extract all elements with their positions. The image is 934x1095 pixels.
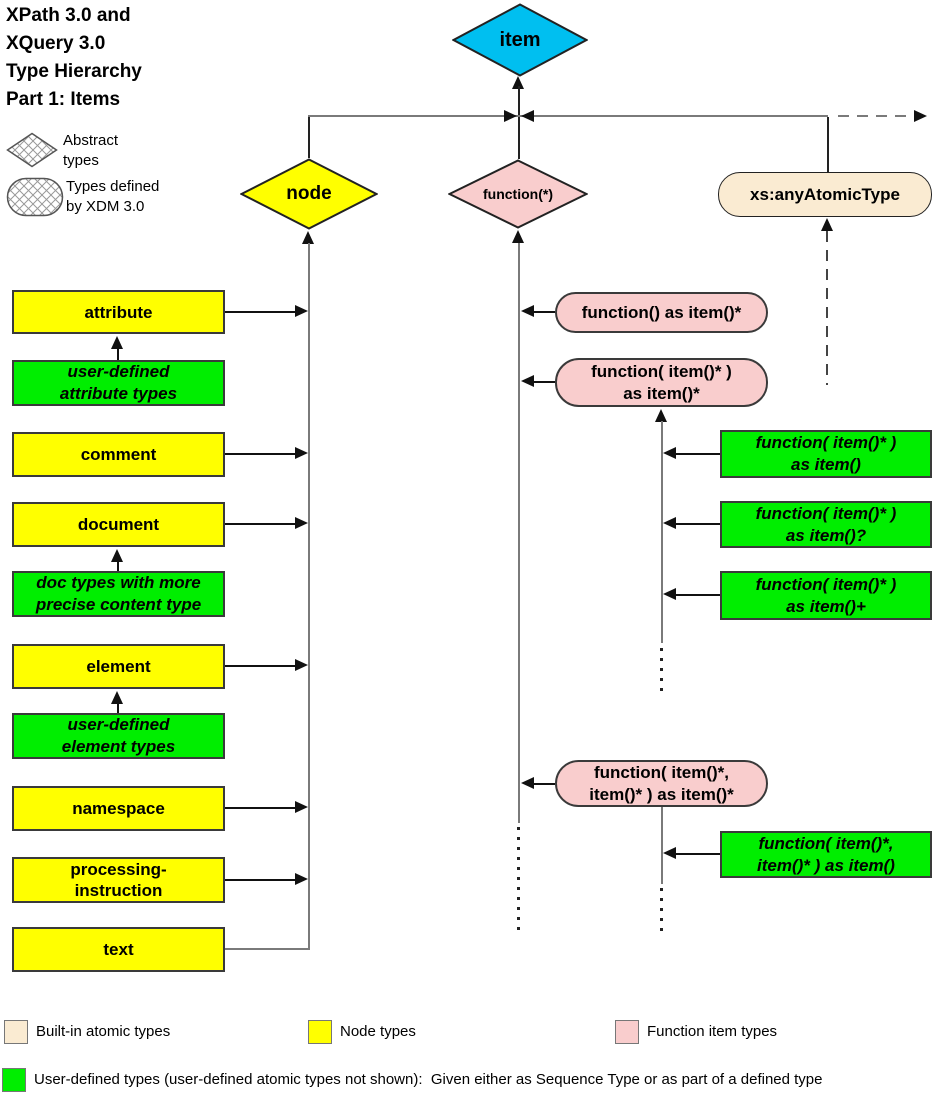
pill1-connector [534, 311, 555, 313]
attr-up-line [117, 348, 119, 360]
ufn1-connector [676, 453, 720, 455]
legend-swatch-builtin [4, 1020, 28, 1044]
function-spine-line [518, 243, 520, 823]
legend-label-function: Function item types [647, 1023, 778, 1040]
pill3-subtypes-line [661, 807, 663, 884]
type-box-element: element [12, 644, 225, 689]
crosshatch-pill-icon [6, 177, 64, 217]
user-function-box-item-plus: function( item()* ) as item()+ [720, 571, 932, 620]
text-elbow-line [225, 948, 310, 950]
atomic-stem-line [827, 117, 829, 172]
arrow-left-pill1 [521, 305, 534, 317]
type-box-user-attribute: user-defined attribute types [12, 360, 225, 406]
arrow-right-continuation [914, 110, 927, 122]
function-star-diamond-label: function(*) [483, 186, 553, 202]
arrow-up-into-element [111, 691, 123, 704]
arrow-left-pill3 [521, 777, 534, 789]
arrow-up-into-atomic [821, 218, 833, 231]
node-stem-line [308, 117, 310, 158]
document-connector [225, 523, 295, 525]
legend-label-builtin: Built-in atomic types [36, 1023, 171, 1040]
function-star-diamond-shape [447, 159, 589, 229]
arrow-right-namespace [295, 801, 308, 813]
namespace-connector [225, 807, 295, 809]
type-box-comment: comment [12, 432, 225, 477]
node-diamond-shape [239, 158, 379, 230]
user-function-box-item-opt: function( item()* ) as item()? [720, 501, 932, 548]
user-function-box-item: function( item()* ) as item() [720, 430, 932, 478]
arrow-left-pill2 [521, 375, 534, 387]
arrow-right-document [295, 517, 308, 529]
ufn4-connector [676, 853, 720, 855]
arrow-left-ufn3 [663, 588, 676, 600]
item-diamond: item [451, 3, 589, 77]
attribute-connector [225, 311, 295, 313]
legend-swatch-user-defined [2, 1068, 26, 1092]
arrow-right-pi [295, 873, 308, 885]
arrow-left-ufn2 [663, 517, 676, 529]
legend-label-user-defined: User-defined types (user-defined atomic … [34, 1071, 823, 1088]
type-box-namespace: namespace [12, 786, 225, 831]
legend-swatch-function [615, 1020, 639, 1044]
pi-connector [225, 879, 295, 881]
xdm-types-legend-shape [6, 177, 64, 217]
arrow-left-ufn1 [663, 447, 676, 459]
dashed-continuation-line [838, 115, 914, 117]
type-box-processing-instruction: processing- instruction [12, 857, 225, 903]
comment-connector [225, 453, 295, 455]
pill3-connector [534, 783, 555, 785]
xdm-types-legend-label: Types defined by XDM 3.0 [66, 178, 160, 215]
arrow-up-into-pill2 [655, 409, 667, 422]
abstract-types-legend-label: Abstract types [63, 132, 119, 169]
arrow-right-comment [295, 447, 308, 459]
arrow-right-element [295, 659, 308, 671]
arrow-right-junction [504, 110, 517, 122]
abstract-types-legend-shape [6, 132, 58, 168]
arrow-up-into-document [111, 549, 123, 562]
diagram-title: XPath 3.0 and XQuery 3.0 Type Hierarchy … [6, 5, 142, 110]
item-stem-line [518, 86, 520, 159]
arrow-up-into-node [302, 231, 314, 244]
crosshatch-diamond-icon [6, 132, 58, 168]
function-pill-0-args: function() as item()* [555, 292, 768, 333]
dotted-function-spine [517, 827, 520, 933]
function-pill-1-arg: function( item()* ) as item()* [555, 358, 768, 407]
type-box-text: text [12, 927, 225, 972]
type-box-doc-types: doc types with more precise content type [12, 571, 225, 617]
arrow-left-junction [521, 110, 534, 122]
dotted-pill3-subtypes [660, 888, 663, 933]
arrow-left-ufn4 [663, 847, 676, 859]
node-diamond-label: node [286, 183, 332, 204]
type-box-attribute: attribute [12, 290, 225, 334]
function-star-diamond: function(*) [447, 159, 589, 229]
legend-label-node: Node types [340, 1023, 416, 1040]
ufn3-connector [676, 594, 720, 596]
legend-swatch-node [308, 1020, 332, 1044]
doc-up-line [117, 561, 119, 571]
arrow-up-into-item [512, 76, 524, 89]
user-function-box-2args: function( item()*, item()* ) as item() [720, 831, 932, 878]
pill2-connector [534, 381, 555, 383]
arrow-right-attribute [295, 305, 308, 317]
any-atomic-type-pill: xs:anyAtomicType [718, 172, 932, 217]
top-horizontal-line [308, 115, 828, 117]
type-box-document: document [12, 502, 225, 547]
arrow-up-into-function-star [512, 230, 524, 243]
item-diamond-shape [451, 3, 589, 77]
item-diamond-label: item [499, 28, 541, 51]
pill2-subtypes-line [661, 421, 663, 643]
node-diamond: node [239, 158, 379, 230]
elem-up-line [117, 703, 119, 713]
ufn2-connector [676, 523, 720, 525]
dotted-pill2-subtypes [660, 648, 663, 692]
type-box-user-element: user-defined element types [12, 713, 225, 759]
dashed-atomic-subtypes-line [826, 231, 828, 385]
function-pill-2-args: function( item()*, item()* ) as item()* [555, 760, 768, 807]
arrow-up-into-attribute [111, 336, 123, 349]
element-connector [225, 665, 295, 667]
node-spine-line [308, 243, 310, 950]
